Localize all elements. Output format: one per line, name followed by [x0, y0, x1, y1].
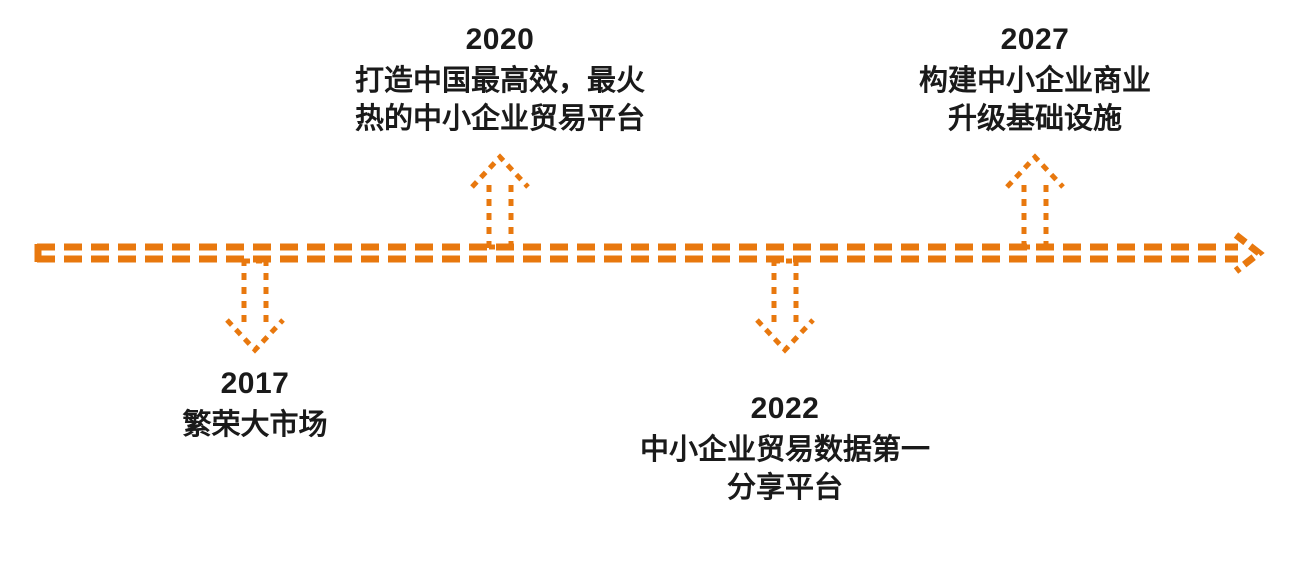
milestone-label-2017[interactable]: 2017 繁荣大市场	[182, 364, 327, 445]
connector-2027	[1005, 153, 1065, 250]
milestone-desc-2022-line-1: 中小企业贸易数据第一	[639, 434, 931, 466]
milestone-year-2022: 2022	[750, 392, 820, 425]
connector-2017-arrowhead-icon	[225, 318, 285, 354]
milestone-desc-2027-line-2: 升级基础设施	[947, 102, 1123, 135]
milestone-year-2027: 2027	[1000, 23, 1070, 56]
connector-2017	[225, 258, 285, 354]
timeline-axis	[34, 232, 1265, 274]
connector-2027-arrowhead-icon	[1005, 153, 1065, 189]
milestone-year-2017: 2017	[220, 367, 290, 400]
milestone-desc-2020-line-1: 打造中国最高效，最火	[354, 65, 646, 97]
connector-2020-arrowhead-icon	[470, 153, 530, 189]
milestone-label-2022[interactable]: 2022 中小企业贸易数据第一 分享平台	[640, 389, 930, 507]
milestone-desc-2027-line-1: 构建中小企业商业	[918, 65, 1152, 97]
milestone-desc-2017-line-1: 繁荣大市场	[182, 409, 328, 441]
milestone-desc-2020-line-2: 热的中小企业贸易平台	[354, 102, 646, 135]
milestone-label-2027[interactable]: 2027 构建中小企业商业 升级基础设施	[919, 20, 1151, 138]
connector-2022-arrowhead-icon	[755, 318, 815, 354]
milestone-year-2020: 2020	[465, 23, 535, 56]
connector-2022	[755, 258, 815, 354]
connector-2020	[470, 153, 530, 250]
milestone-label-2020[interactable]: 2020 打造中国最高效，最火 热的中小企业贸易平台	[355, 20, 645, 138]
milestone-desc-2022-line-2: 分享平台	[726, 471, 844, 504]
axis-arrowhead-icon	[1233, 232, 1265, 274]
